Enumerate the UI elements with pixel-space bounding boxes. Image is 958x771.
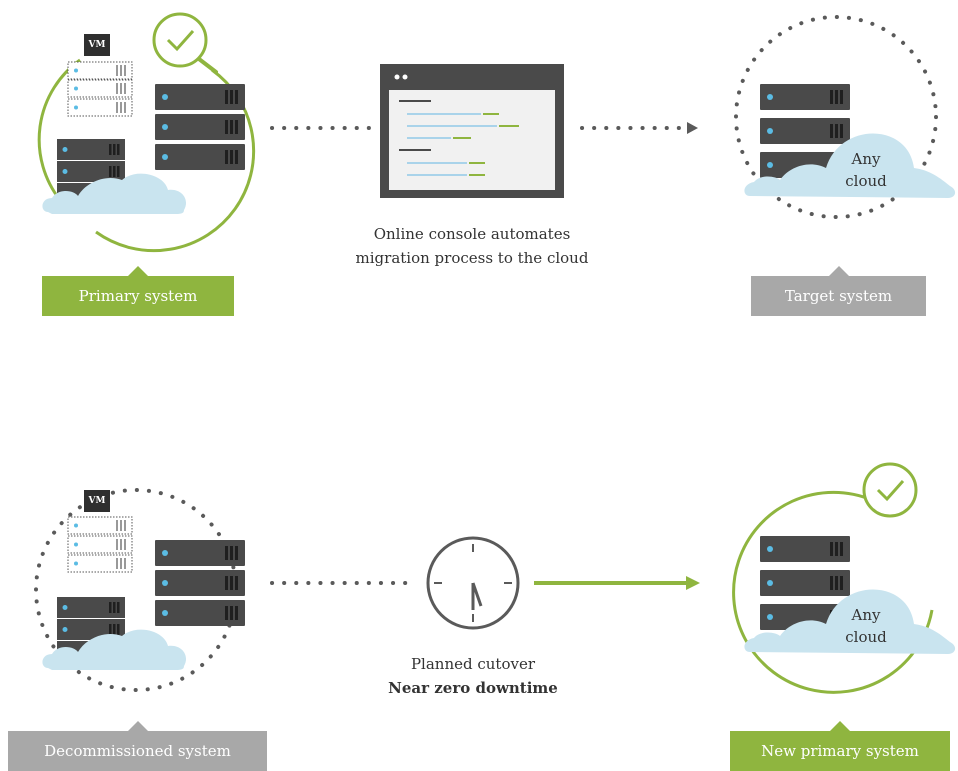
decommissioned-system-label: Decommissioned system bbox=[8, 721, 267, 771]
cutover-caption-line2: Near zero downtime bbox=[388, 679, 558, 697]
clock-icon bbox=[426, 536, 520, 630]
cloud-label-line1: Any bbox=[851, 150, 881, 168]
decommissioned-system-icon bbox=[34, 488, 245, 692]
new-primary-system-icon bbox=[732, 462, 956, 694]
vm-badge: VM bbox=[88, 496, 106, 506]
vm-badge: VM bbox=[88, 40, 106, 50]
console-caption-line1: Online console automates bbox=[373, 225, 571, 243]
console-window-icon bbox=[380, 64, 564, 198]
cloud-label-line2: cloud bbox=[845, 172, 887, 190]
primary-system-icon bbox=[37, 12, 256, 253]
check-icon bbox=[862, 462, 918, 518]
primary-arc-left bbox=[37, 58, 81, 201]
target-system-icon bbox=[734, 15, 956, 219]
cloud-label-line1: Any bbox=[851, 606, 881, 624]
primary-system-label: Primary system bbox=[42, 266, 234, 316]
console-caption: Online console automates migration proce… bbox=[322, 222, 622, 270]
arrow-head-icon bbox=[687, 122, 698, 134]
target-system-label: Target system bbox=[751, 266, 926, 316]
cloud-label: Any cloud bbox=[836, 148, 896, 192]
cutover-caption: Planned cutover Near zero downtime bbox=[323, 652, 623, 700]
cloud-label: Any cloud bbox=[836, 604, 896, 648]
new-primary-system-label: New primary system bbox=[730, 721, 950, 771]
check-icon bbox=[152, 12, 208, 68]
cloud-label-line2: cloud bbox=[845, 628, 887, 646]
cutover-caption-line1: Planned cutover bbox=[410, 655, 536, 673]
console-caption-line2: migration process to the cloud bbox=[355, 249, 589, 267]
arrow-head-icon bbox=[686, 576, 700, 590]
